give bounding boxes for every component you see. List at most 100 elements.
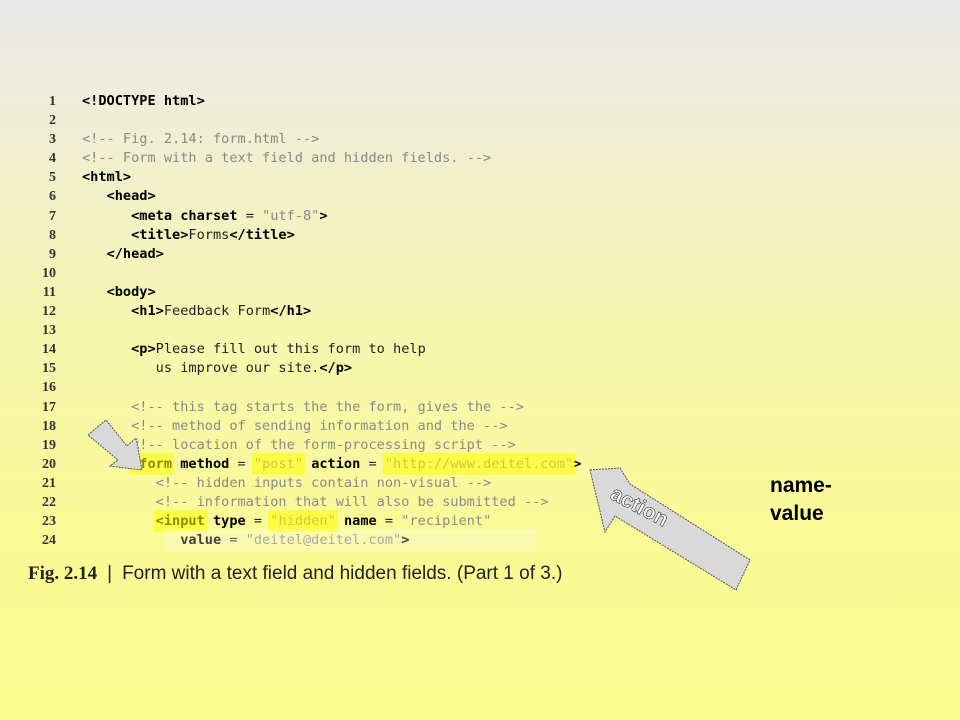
code-line: 18 <!-- method of sending information an… (28, 417, 640, 436)
code-token: <!DOCTYPE html> (82, 93, 205, 109)
code-line: 11 <body> (28, 283, 640, 302)
arrow-callout-icon: action (589, 467, 751, 591)
line-number: 17 (42, 399, 56, 415)
code-token (82, 246, 107, 262)
code-token: > (401, 532, 410, 549)
code-text: <title>Forms</title> (82, 226, 295, 245)
code-token: type (212, 513, 246, 530)
code-token: <meta charset (131, 207, 238, 224)
code-line: 9 </head> (28, 245, 640, 264)
figure-number: Fig. 2.14 (28, 563, 98, 584)
code-text: </head> (82, 245, 164, 264)
code-token: <!-- information that will also be submi… (155, 493, 549, 510)
code-token (82, 284, 107, 300)
line-number: 3 (49, 132, 56, 148)
line-number: 24 (42, 533, 56, 549)
code-text: <head> (82, 187, 156, 206)
code-token: <!-- method of sending information and t… (131, 417, 508, 434)
code-text: <html> (82, 168, 131, 187)
caption-text: Form with a text field and hidden fields… (122, 563, 563, 584)
code-token: <title> (131, 226, 189, 243)
line-number: 13 (42, 323, 56, 339)
code-token: <!-- Form with a text field and hidden f… (82, 150, 492, 167)
code-token: "post" (253, 455, 303, 472)
code-token (82, 513, 156, 529)
code-token (82, 399, 131, 415)
figure-caption: Fig. 2.14 | Form with a text field and hid… (28, 563, 562, 585)
code-token: <p> (131, 341, 156, 358)
line-number: 20 (42, 456, 56, 472)
code-line: 10 (28, 264, 640, 283)
code-line: 17 <!-- this tag starts the the form, gi… (28, 398, 640, 417)
code-token: = (376, 513, 402, 530)
code-line: 22 <!-- information that will also be su… (28, 493, 640, 512)
code-line: 23 <input type = "hidden" name = "recipi… (28, 512, 640, 531)
code-line: 12 <h1>Feedback Form</h1> (28, 302, 640, 321)
code-line: 1<!DOCTYPE html> (28, 92, 640, 111)
code-token (205, 513, 213, 529)
line-number: 22 (42, 494, 56, 510)
code-token: action (311, 455, 361, 472)
code-line: 7 <meta charset = "utf-8"> (28, 207, 640, 226)
code-text: <!-- method of sending information and t… (82, 417, 508, 436)
line-number: 16 (42, 380, 56, 396)
line-number: 23 (42, 514, 56, 530)
code-text: <!-- Form with a text field and hidden f… (82, 149, 491, 168)
code-token (82, 494, 156, 510)
code-token: "hidden" (270, 513, 336, 530)
code-token: "deitel@deitel.com" (245, 532, 402, 549)
code-token: </p> (319, 360, 353, 377)
code-token (172, 456, 180, 472)
code-token (82, 303, 131, 319)
code-token (336, 513, 344, 529)
code-token: <h1> (131, 303, 164, 320)
code-token: <!-- hidden inputs contain non-visual --… (155, 474, 492, 491)
code-token: = (237, 207, 263, 224)
line-number: 6 (49, 189, 56, 205)
code-token: <!-- this tag starts the the form, gives… (131, 398, 524, 415)
code-token: = (360, 455, 385, 472)
code-token (82, 532, 180, 548)
code-text: <!DOCTYPE html> (82, 92, 205, 111)
code-text: us improve our site.</p> (82, 359, 352, 378)
code-text: <!-- hidden inputs contain non-visual --… (82, 474, 492, 493)
line-number: 2 (49, 113, 56, 129)
code-text: value = "deitel@deitel.com"> (82, 531, 409, 550)
code-text: <meta charset = "utf-8"> (82, 207, 328, 226)
line-number: 10 (42, 265, 56, 281)
code-token: "utf-8" (262, 207, 320, 224)
code-token: = (245, 513, 271, 530)
code-token: Feedback Form (163, 303, 271, 320)
code-line: 21 <!-- hidden inputs contain non-visual… (28, 474, 640, 493)
code-token: name (343, 513, 377, 530)
line-number: 5 (49, 170, 56, 186)
code-token: <!-- location of the form-processing scr… (131, 436, 516, 453)
code-line: 19 <!-- location of the form-processing … (28, 436, 640, 455)
code-line: 5 <html> (28, 168, 640, 187)
code-line: 16 (28, 378, 640, 397)
code-token: > (573, 455, 582, 472)
code-line: 13 (28, 321, 640, 340)
code-line: 4<!-- Form with a text field and hidden … (28, 149, 640, 168)
code-text: <!-- information that will also be submi… (82, 493, 549, 512)
line-number: 18 (42, 418, 56, 434)
code-line: 15 us improve our site.</p> (28, 359, 640, 378)
code-line: 14 <p>Please fill out this form to help (28, 340, 640, 359)
code-token: > (319, 207, 328, 224)
code-token (82, 188, 107, 204)
code-token: </h1> (270, 303, 312, 320)
line-number: 12 (42, 304, 56, 320)
caption-separator: | (107, 563, 113, 584)
code-text: <p>Please fill out this form to help (82, 340, 426, 359)
line-number: 7 (49, 208, 56, 224)
code-text: <h1>Feedback Form</h1> (82, 302, 311, 321)
code-line: 2 (28, 111, 640, 130)
name-value-label: name-value (770, 474, 832, 525)
code-line: 24 value = "deitel@deitel.com"> (28, 531, 640, 550)
code-text: <input type = "hidden" name = "recipient… (82, 512, 492, 531)
code-token: </head> (106, 245, 164, 262)
line-number: 15 (42, 361, 56, 377)
code-token: Please fill out this form to help (155, 341, 426, 358)
code-token: value (180, 532, 222, 549)
